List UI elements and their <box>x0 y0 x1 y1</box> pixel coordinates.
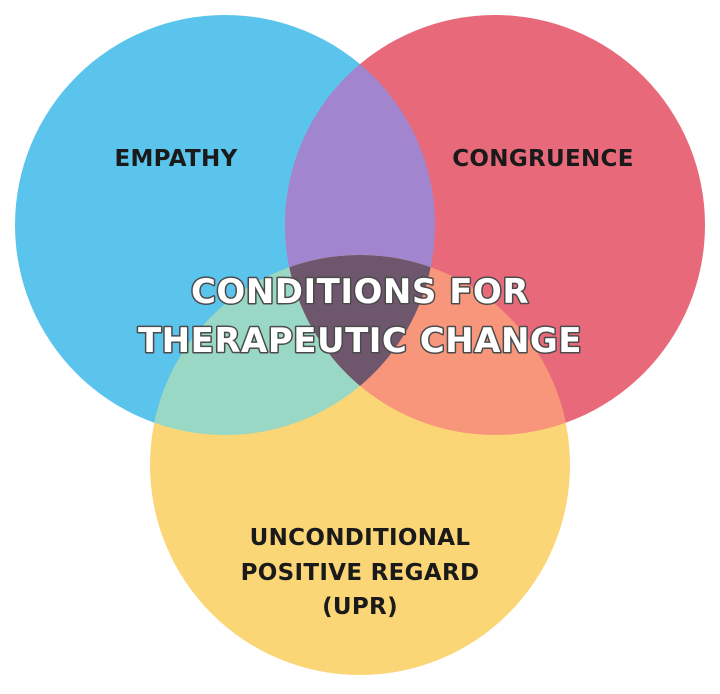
center-title-line-1: CONDITIONS FOR <box>191 272 529 312</box>
empathy-label: EMPATHY <box>114 146 237 172</box>
overlap-congruence-upr <box>285 255 570 435</box>
overlap-empathy-upr <box>150 255 435 435</box>
upr-label-line-3: (UPR) <box>322 594 398 620</box>
congruence-label: CONGRUENCE <box>452 146 634 172</box>
center-title-line-2: THERAPEUTIC CHANGE <box>138 321 582 361</box>
upr-label-line-2: POSITIVE REGARD <box>241 560 480 586</box>
upr-label-line-1: UNCONDITIONAL <box>250 525 471 551</box>
